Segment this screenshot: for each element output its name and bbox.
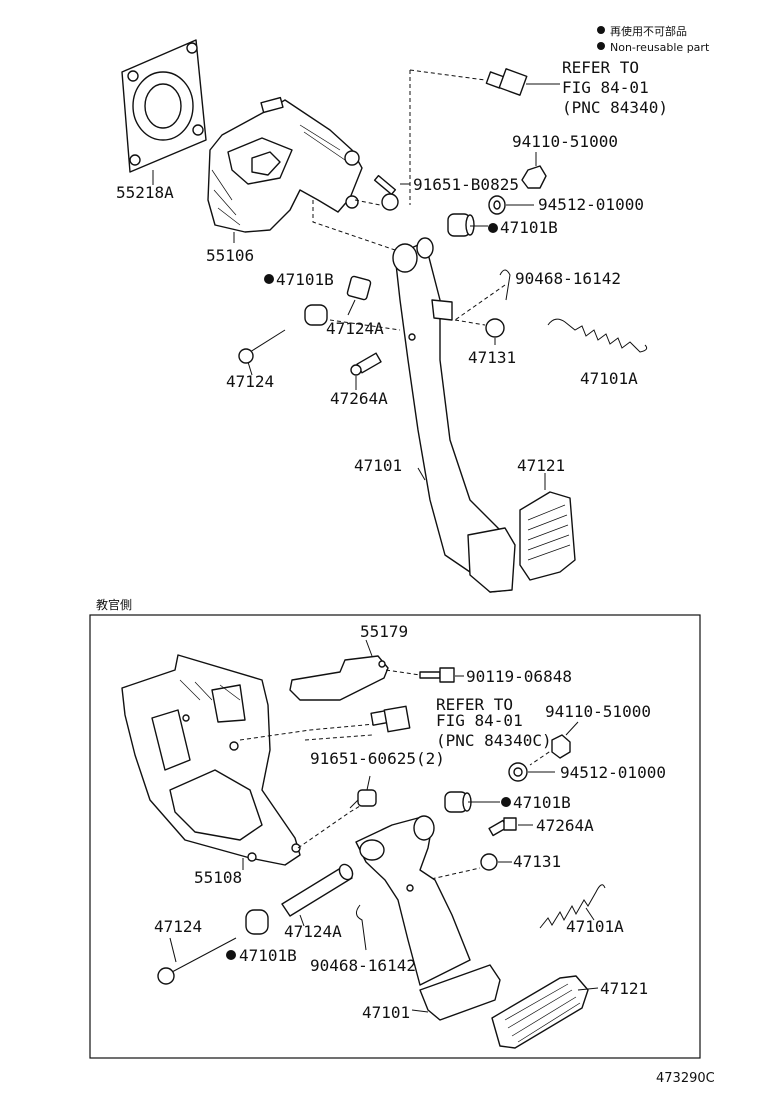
top-refer-line-2: FIG 84-01 [562,78,649,97]
label-47101B-instructor-upper: 47101B [513,793,571,812]
section-frame [89,614,701,1059]
label-47131-instructor: 47131 [513,852,561,871]
label-47101-instructor: 47101 [362,1003,410,1022]
label-47264A: 47264A [330,389,388,408]
label-47101B-instructor-lower: 47101B [239,946,297,965]
label-90468-16142-instructor: 90468-16142 [310,956,416,975]
mounting-plate-55218A [121,39,207,173]
label-47101A-instructor: 47101A [566,917,624,936]
label-47124A-instructor: 47124A [284,922,342,941]
bottom-refer-line-1: REFER TO [436,695,513,714]
nut-94110-instructor [551,721,579,759]
label-91651-60625: 91651-60625(2) [310,749,445,768]
bushing-47101B-lower [264,274,328,326]
return-spring-47101A [547,318,648,353]
bolt-90119 [419,667,464,683]
stop-lamp-switch [485,68,560,96]
label-47131: 47131 [468,348,516,367]
label-47264A-instructor: 47264A [536,816,594,835]
section-label: 教官側 [96,597,132,612]
washer-94512 [488,195,534,215]
pedal-arm-47101 [392,237,516,593]
label-47124A: 47124A [326,319,384,338]
bolt-91651 [373,174,410,211]
top-refer-line-1: REFER TO [562,58,639,77]
pin-47124A [346,275,372,316]
label-55218A: 55218A [116,183,174,202]
pedal-bracket-55106 [207,96,363,233]
sub-bracket-55179 [289,655,389,701]
bushing-47101B-instructor-upper [444,791,511,813]
non-reusable-marker-icon [501,797,511,807]
figure-code: 473290C [656,1071,715,1086]
legend: 再使用不可部品 Non-reusable part [597,24,710,54]
label-47124-instructor: 47124 [154,917,202,936]
bolt-91651-instructor [349,775,377,809]
bolt-47124 [238,329,286,376]
label-94110-51000: 94110-51000 [512,132,618,151]
stop-lamp-switch-instructor [370,705,411,733]
label-47101B-lower: 47101B [276,270,334,289]
top-refer-line-3: (PNC 84340) [562,98,668,117]
stopper-47131 [485,318,505,345]
washer-94512-instructor [508,762,555,782]
label-55108: 55108 [194,868,242,887]
non-reusable-marker-icon [226,950,236,960]
bottom-refer-line-3: (PNC 84340C) [436,731,552,750]
non-reusable-marker-icon [264,274,274,284]
pedal-pad-47121 [519,473,576,581]
label-47121: 47121 [517,456,565,475]
bushing-47101B-upper [447,213,498,237]
top-diagram: REFER TO FIG 84-01 (PNC 84340) 55218A 55… [116,39,668,593]
legend-en: Non-reusable part [610,41,710,54]
non-reusable-marker-icon [597,42,605,50]
stopper-47131-instructor [480,853,512,871]
pin-47124A-instructor [281,863,354,927]
clip-90468 [499,269,511,301]
bolt-47264A [350,352,382,390]
non-reusable-marker-icon [488,223,498,233]
nut-94110 [521,152,547,189]
bottom-refer-line-2: FIG 84-01 [436,711,523,730]
label-47101B-upper: 47101B [500,218,558,237]
bottom-diagram: 55179 90119-06848 REFER TO FIG 84-01 (PN… [121,622,666,1049]
return-spring-47101A-instructor [539,884,606,929]
pedal-bracket-55108 [121,654,301,866]
non-reusable-marker-icon [597,26,605,34]
label-94512-01000-instructor: 94512-01000 [560,763,666,782]
pedal-pad-47121-instructor [491,975,599,1049]
label-90468-16142: 90468-16142 [515,269,621,288]
bolt-47264A-instructor [488,817,533,837]
clip-90468-instructor [356,904,367,951]
bolt-47124-instructor [157,937,237,985]
label-94110-51000-instructor: 94110-51000 [545,702,651,721]
bushing-47101B-instructor-lower [226,909,269,960]
label-47101: 47101 [354,456,402,475]
label-94512-01000: 94512-01000 [538,195,644,214]
label-47121-instructor: 47121 [600,979,648,998]
pedal-arm-47101-instructor [355,815,501,1021]
label-47101A: 47101A [580,369,638,388]
label-55179: 55179 [360,622,408,641]
label-91651-B0825: 91651-B0825 [413,175,519,194]
legend-jp: 再使用不可部品 [610,24,687,38]
label-55106: 55106 [206,246,254,265]
label-47124: 47124 [226,372,274,391]
label-90119-06848: 90119-06848 [466,667,572,686]
